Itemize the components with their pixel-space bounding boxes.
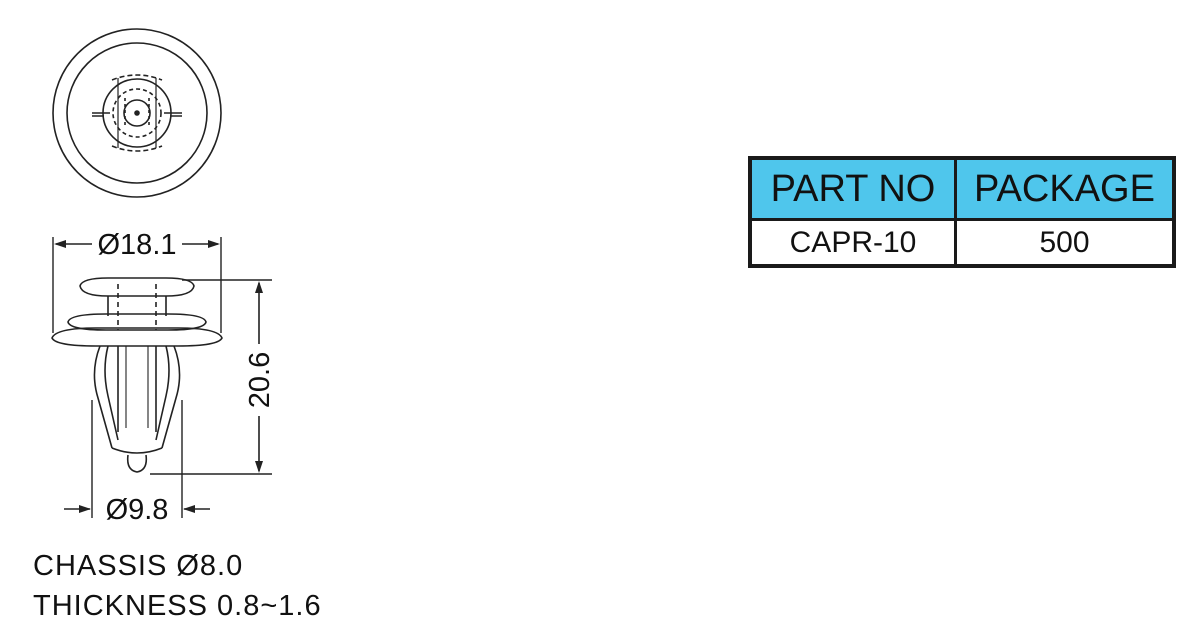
- top-view-hidden-circle: [112, 88, 162, 138]
- spec-table-header-row: PART NO PACKAGE: [748, 156, 1176, 221]
- side-view-left-leg-outer: [93, 345, 113, 449]
- side-view-upper-flange: [67, 313, 207, 331]
- side-view-right-leg-outer: [161, 345, 181, 449]
- stem-diameter-arrow-left: [79, 505, 91, 513]
- side-view-left-leg-inner: [104, 345, 119, 441]
- top-view-hidden-arcs: [111, 74, 163, 152]
- outer-diameter-arrow-right: [208, 240, 220, 248]
- height-arrow-top: [255, 281, 263, 293]
- header-package: PACKAGE: [954, 156, 1176, 221]
- top-view-slot-lines: [117, 78, 157, 148]
- side-view-hidden-bore: [117, 284, 157, 330]
- side-view-tip: [126, 454, 148, 473]
- outer-diameter-dimension: Ø18.1: [52, 229, 222, 333]
- top-view-inner-hidden: [124, 98, 150, 128]
- side-view-neck: [107, 296, 167, 316]
- header-part-no: PART NO: [748, 156, 957, 221]
- cell-package: 500: [954, 218, 1176, 268]
- table-row: CAPR-10 500: [748, 218, 1176, 268]
- stem-diameter-label: Ø9.8: [106, 494, 169, 526]
- side-view-head: [79, 277, 195, 297]
- stem-diameter-arrow-right: [183, 505, 195, 513]
- outer-diameter-label: Ø18.1: [98, 229, 177, 261]
- top-view-flange-circle: [66, 42, 208, 184]
- top-view-outer-circle: [52, 28, 222, 198]
- stem-diameter-dimension: Ø9.8: [64, 400, 210, 526]
- height-label: 20.6: [244, 352, 276, 408]
- side-view-tip-base: [111, 447, 163, 454]
- cell-part-no: CAPR-10: [748, 218, 957, 268]
- side-view-core-lines: [125, 346, 149, 428]
- side-view: [51, 277, 223, 473]
- thickness-note: THICKNESS 0.8~1.6: [33, 590, 322, 622]
- height-dimension: 20.6: [150, 279, 276, 475]
- chassis-note: CHASSIS Ø8.0: [33, 550, 244, 582]
- top-view: [52, 28, 222, 198]
- spec-table: PART NO PACKAGE CAPR-10 500: [748, 156, 1176, 268]
- height-arrow-bottom: [255, 461, 263, 473]
- side-view-right-leg-inner: [155, 345, 170, 441]
- top-view-bore-circle: [123, 99, 151, 127]
- side-view-lower-flange: [51, 327, 223, 347]
- side-view-slot-lines: [117, 346, 157, 432]
- top-view-center-mark: [134, 110, 140, 116]
- outer-diameter-arrow-left: [54, 240, 66, 248]
